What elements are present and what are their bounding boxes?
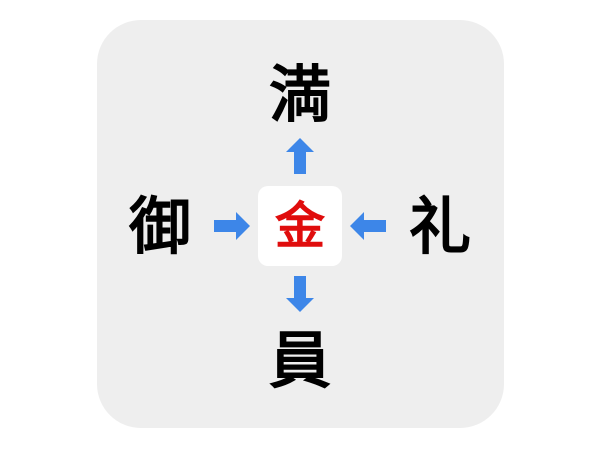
arrow-left-icon bbox=[350, 212, 386, 240]
kanji-bottom: 員 bbox=[268, 324, 331, 397]
kanji-right: 礼 bbox=[408, 190, 471, 263]
kanji-top: 満 bbox=[268, 58, 331, 131]
answer-kanji: 金 bbox=[275, 197, 325, 255]
kanji-left: 御 bbox=[128, 190, 191, 263]
arrow-up-icon bbox=[286, 138, 314, 174]
answer-box: 金 bbox=[258, 186, 342, 266]
arrow-right-icon bbox=[214, 212, 250, 240]
arrow-down-icon bbox=[286, 276, 314, 312]
